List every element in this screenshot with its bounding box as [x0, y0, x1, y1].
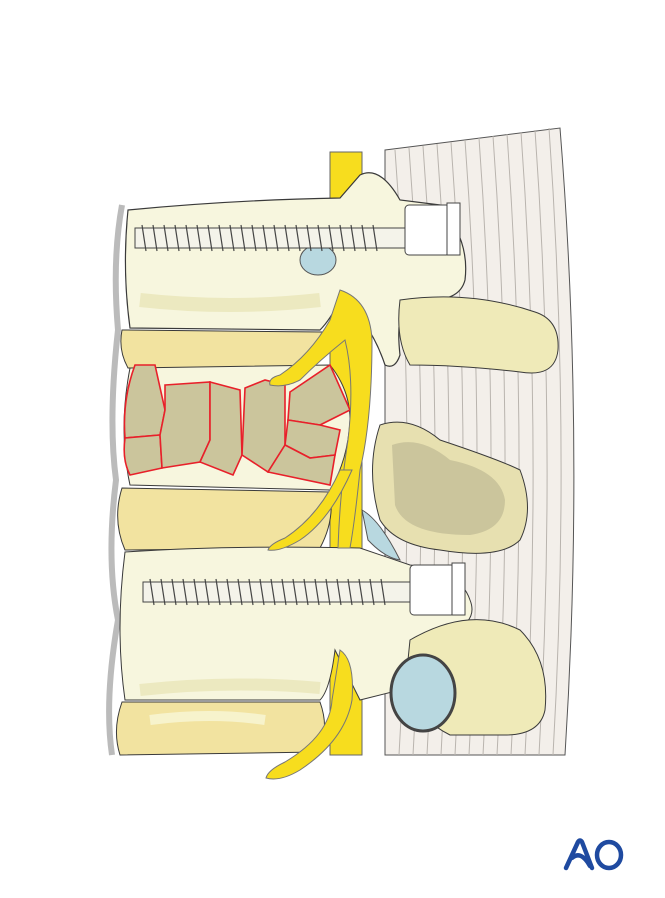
screw-thread — [185, 224, 191, 252]
screw-thread — [380, 578, 386, 606]
upper-vertebra — [124, 172, 559, 374]
screw-thread — [325, 578, 331, 606]
screw-thread — [292, 578, 298, 606]
screw-thread — [141, 224, 147, 252]
screw-thread — [196, 224, 202, 252]
screw-thread — [215, 578, 221, 606]
screw-thread — [251, 224, 257, 252]
screw-thread — [152, 224, 158, 252]
screw-thread — [174, 224, 180, 252]
screw-thread — [182, 578, 188, 606]
screw-thread — [347, 578, 353, 606]
ligament-stripe — [534, 129, 548, 756]
screw-thread — [248, 578, 254, 606]
screw-thread — [207, 224, 213, 252]
screw-thread — [350, 224, 356, 252]
fractured-vertebra — [123, 363, 352, 491]
screw-thread — [339, 224, 345, 252]
screw-thread — [314, 578, 320, 606]
screw-thread — [303, 578, 309, 606]
screw-thread — [262, 224, 268, 252]
screw-thread — [295, 224, 301, 252]
upper-disc — [120, 329, 323, 369]
screw-thread — [358, 578, 364, 606]
screw-thread — [163, 224, 169, 252]
screw-thread — [284, 224, 290, 252]
ao-logo — [563, 838, 624, 871]
screw-thread — [328, 224, 334, 252]
screw-thread — [372, 224, 378, 252]
nerve-roots — [265, 289, 373, 780]
screw-thread — [317, 224, 323, 252]
screw-thread — [306, 224, 312, 252]
screw-thread — [240, 224, 246, 252]
screw-thread — [171, 578, 177, 606]
bottom-vertebra — [116, 701, 325, 756]
screw-thread — [369, 578, 375, 606]
screw-thread — [193, 578, 199, 606]
anterior-ligament — [106, 204, 125, 756]
screw-thread — [204, 578, 210, 606]
screw-thread — [237, 578, 243, 606]
screw-thread — [149, 578, 155, 606]
screw-thread — [361, 224, 367, 252]
lower-pedicle-screw — [142, 562, 466, 616]
screw-thread — [229, 224, 235, 252]
screw-thread — [336, 578, 342, 606]
screw-thread — [281, 578, 287, 606]
ligament-stripe — [548, 127, 562, 756]
screw-thread — [270, 578, 276, 606]
screw-thread — [218, 224, 224, 252]
screw-thread — [226, 578, 232, 606]
screw-thread — [259, 578, 265, 606]
screw-thread — [160, 578, 166, 606]
upper-pedicle-screw — [134, 202, 461, 256]
screw-thread — [273, 224, 279, 252]
